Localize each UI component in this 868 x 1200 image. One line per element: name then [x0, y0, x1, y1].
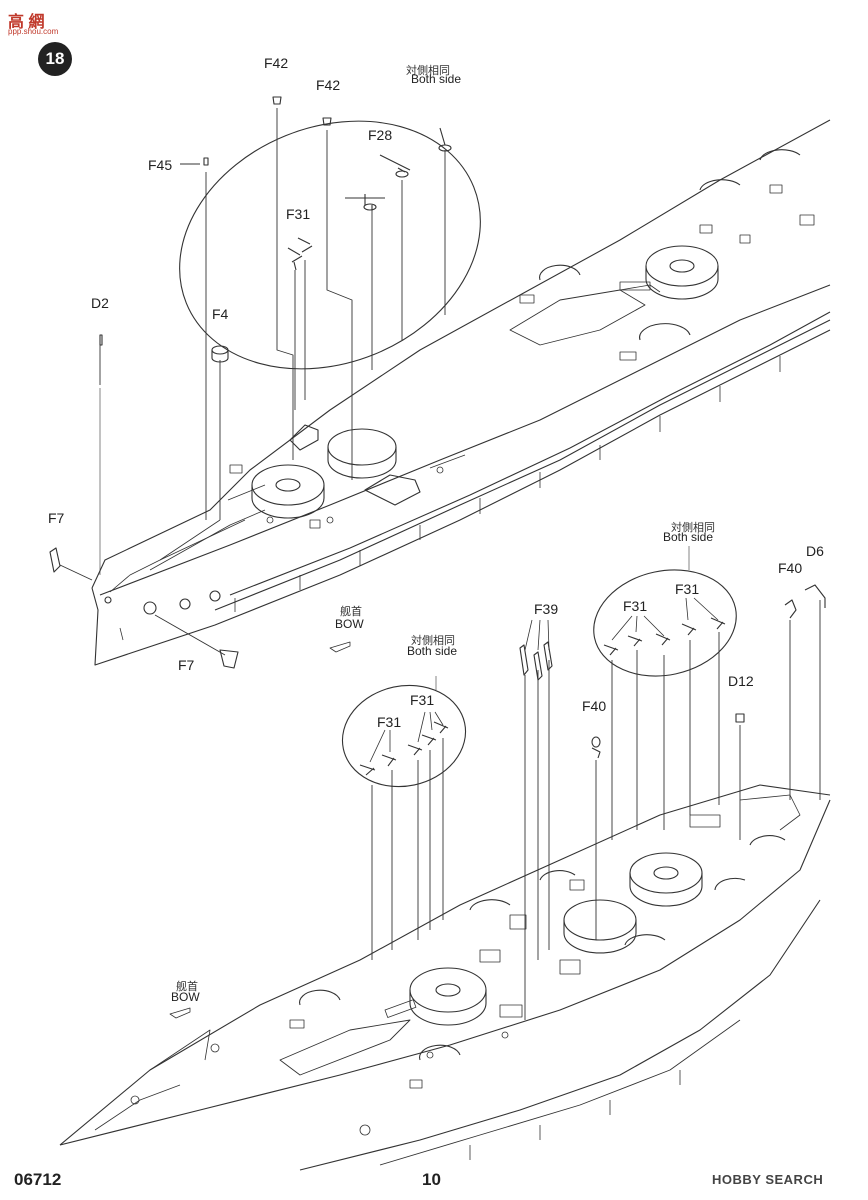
bottom-hull-drawing	[59, 784, 831, 1171]
part-label-d2: D2	[91, 295, 109, 311]
part-label-f28: F28	[368, 127, 393, 143]
bow-arrow-top	[329, 641, 351, 653]
part-label-d12: D12	[728, 673, 754, 689]
part-label-f40-a: F40	[778, 560, 803, 576]
bow-arrow-bottom	[169, 1007, 191, 1019]
detail-oval-top	[179, 120, 481, 370]
part-label-f42-b: F42	[316, 77, 341, 93]
product-code: 06712	[14, 1170, 62, 1189]
bow-label-cn-bottom: 舰首	[176, 981, 198, 993]
both-side-cn-left: 対側相同	[411, 635, 455, 647]
part-label-f42-a: F42	[264, 55, 289, 71]
step-number-badge: 18	[38, 42, 72, 76]
watermark-logo: 高 網	[8, 14, 45, 31]
part-label-f40-b: F40	[582, 698, 607, 714]
bow-label-en-top: BOW	[335, 617, 364, 631]
detail-oval-bottom-right	[593, 569, 737, 677]
part-label-f31-r2: F31	[675, 581, 700, 597]
both-side-en-left: Both side	[407, 644, 458, 658]
part-label-f39: F39	[534, 601, 559, 617]
bottom-small-parts	[359, 584, 826, 776]
both-side-en-top: Both side	[411, 72, 462, 86]
part-label-d6: D6	[806, 543, 824, 559]
top-small-parts	[49, 96, 452, 669]
part-label-f7-b: F7	[178, 657, 195, 673]
both-side-cn-top: 対側相同	[406, 65, 450, 77]
bottom-leader-lines	[369, 546, 821, 1020]
part-label-f45: F45	[148, 157, 173, 173]
part-label-f31-l1: F31	[377, 714, 402, 730]
watermark-url: ppp.shou.com	[8, 27, 59, 36]
both-side-en-right: Both side	[663, 530, 714, 544]
detail-oval-bottom-left	[341, 684, 467, 788]
part-label-f31-r1: F31	[623, 598, 648, 614]
both-side-cn-right: 対側相同	[671, 522, 715, 534]
bow-label-en-bottom: BOW	[171, 990, 200, 1004]
part-label-f31-top: F31	[286, 206, 311, 222]
top-hull-drawing	[91, 119, 831, 666]
part-label-f31-l2: F31	[410, 692, 435, 708]
bow-label-cn-top: 舰首	[340, 606, 362, 618]
page-number: 10	[422, 1170, 441, 1189]
source-watermark: HOBBY SEARCH	[712, 1172, 824, 1187]
part-label-f4: F4	[212, 306, 229, 322]
part-label-f7-a: F7	[48, 510, 65, 526]
top-leader-lines	[59, 108, 446, 656]
